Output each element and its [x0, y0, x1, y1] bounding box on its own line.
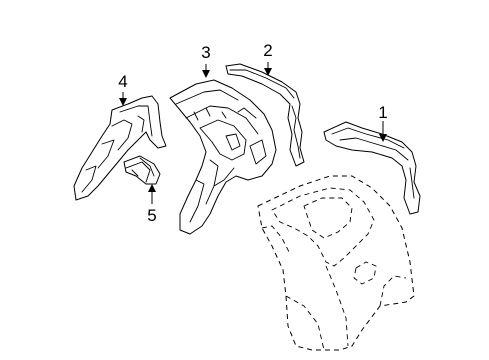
leader-2 [264, 62, 272, 76]
part-4-inner-panel [73, 95, 167, 201]
part-5-bracket [123, 155, 161, 185]
leader-3 [202, 64, 210, 78]
callout-1: 1 [378, 103, 388, 122]
part-2-upper-rail [225, 63, 305, 167]
leader-5 [148, 184, 156, 204]
callout-3: 3 [201, 43, 211, 62]
part-3-inner-quarter [169, 79, 277, 235]
callout-4: 4 [118, 72, 128, 91]
leader-1 [379, 121, 387, 142]
quarter-panel-outline [257, 175, 415, 351]
callout-2: 2 [263, 41, 273, 60]
leader-4 [119, 92, 127, 106]
callout-5: 5 [147, 206, 157, 225]
